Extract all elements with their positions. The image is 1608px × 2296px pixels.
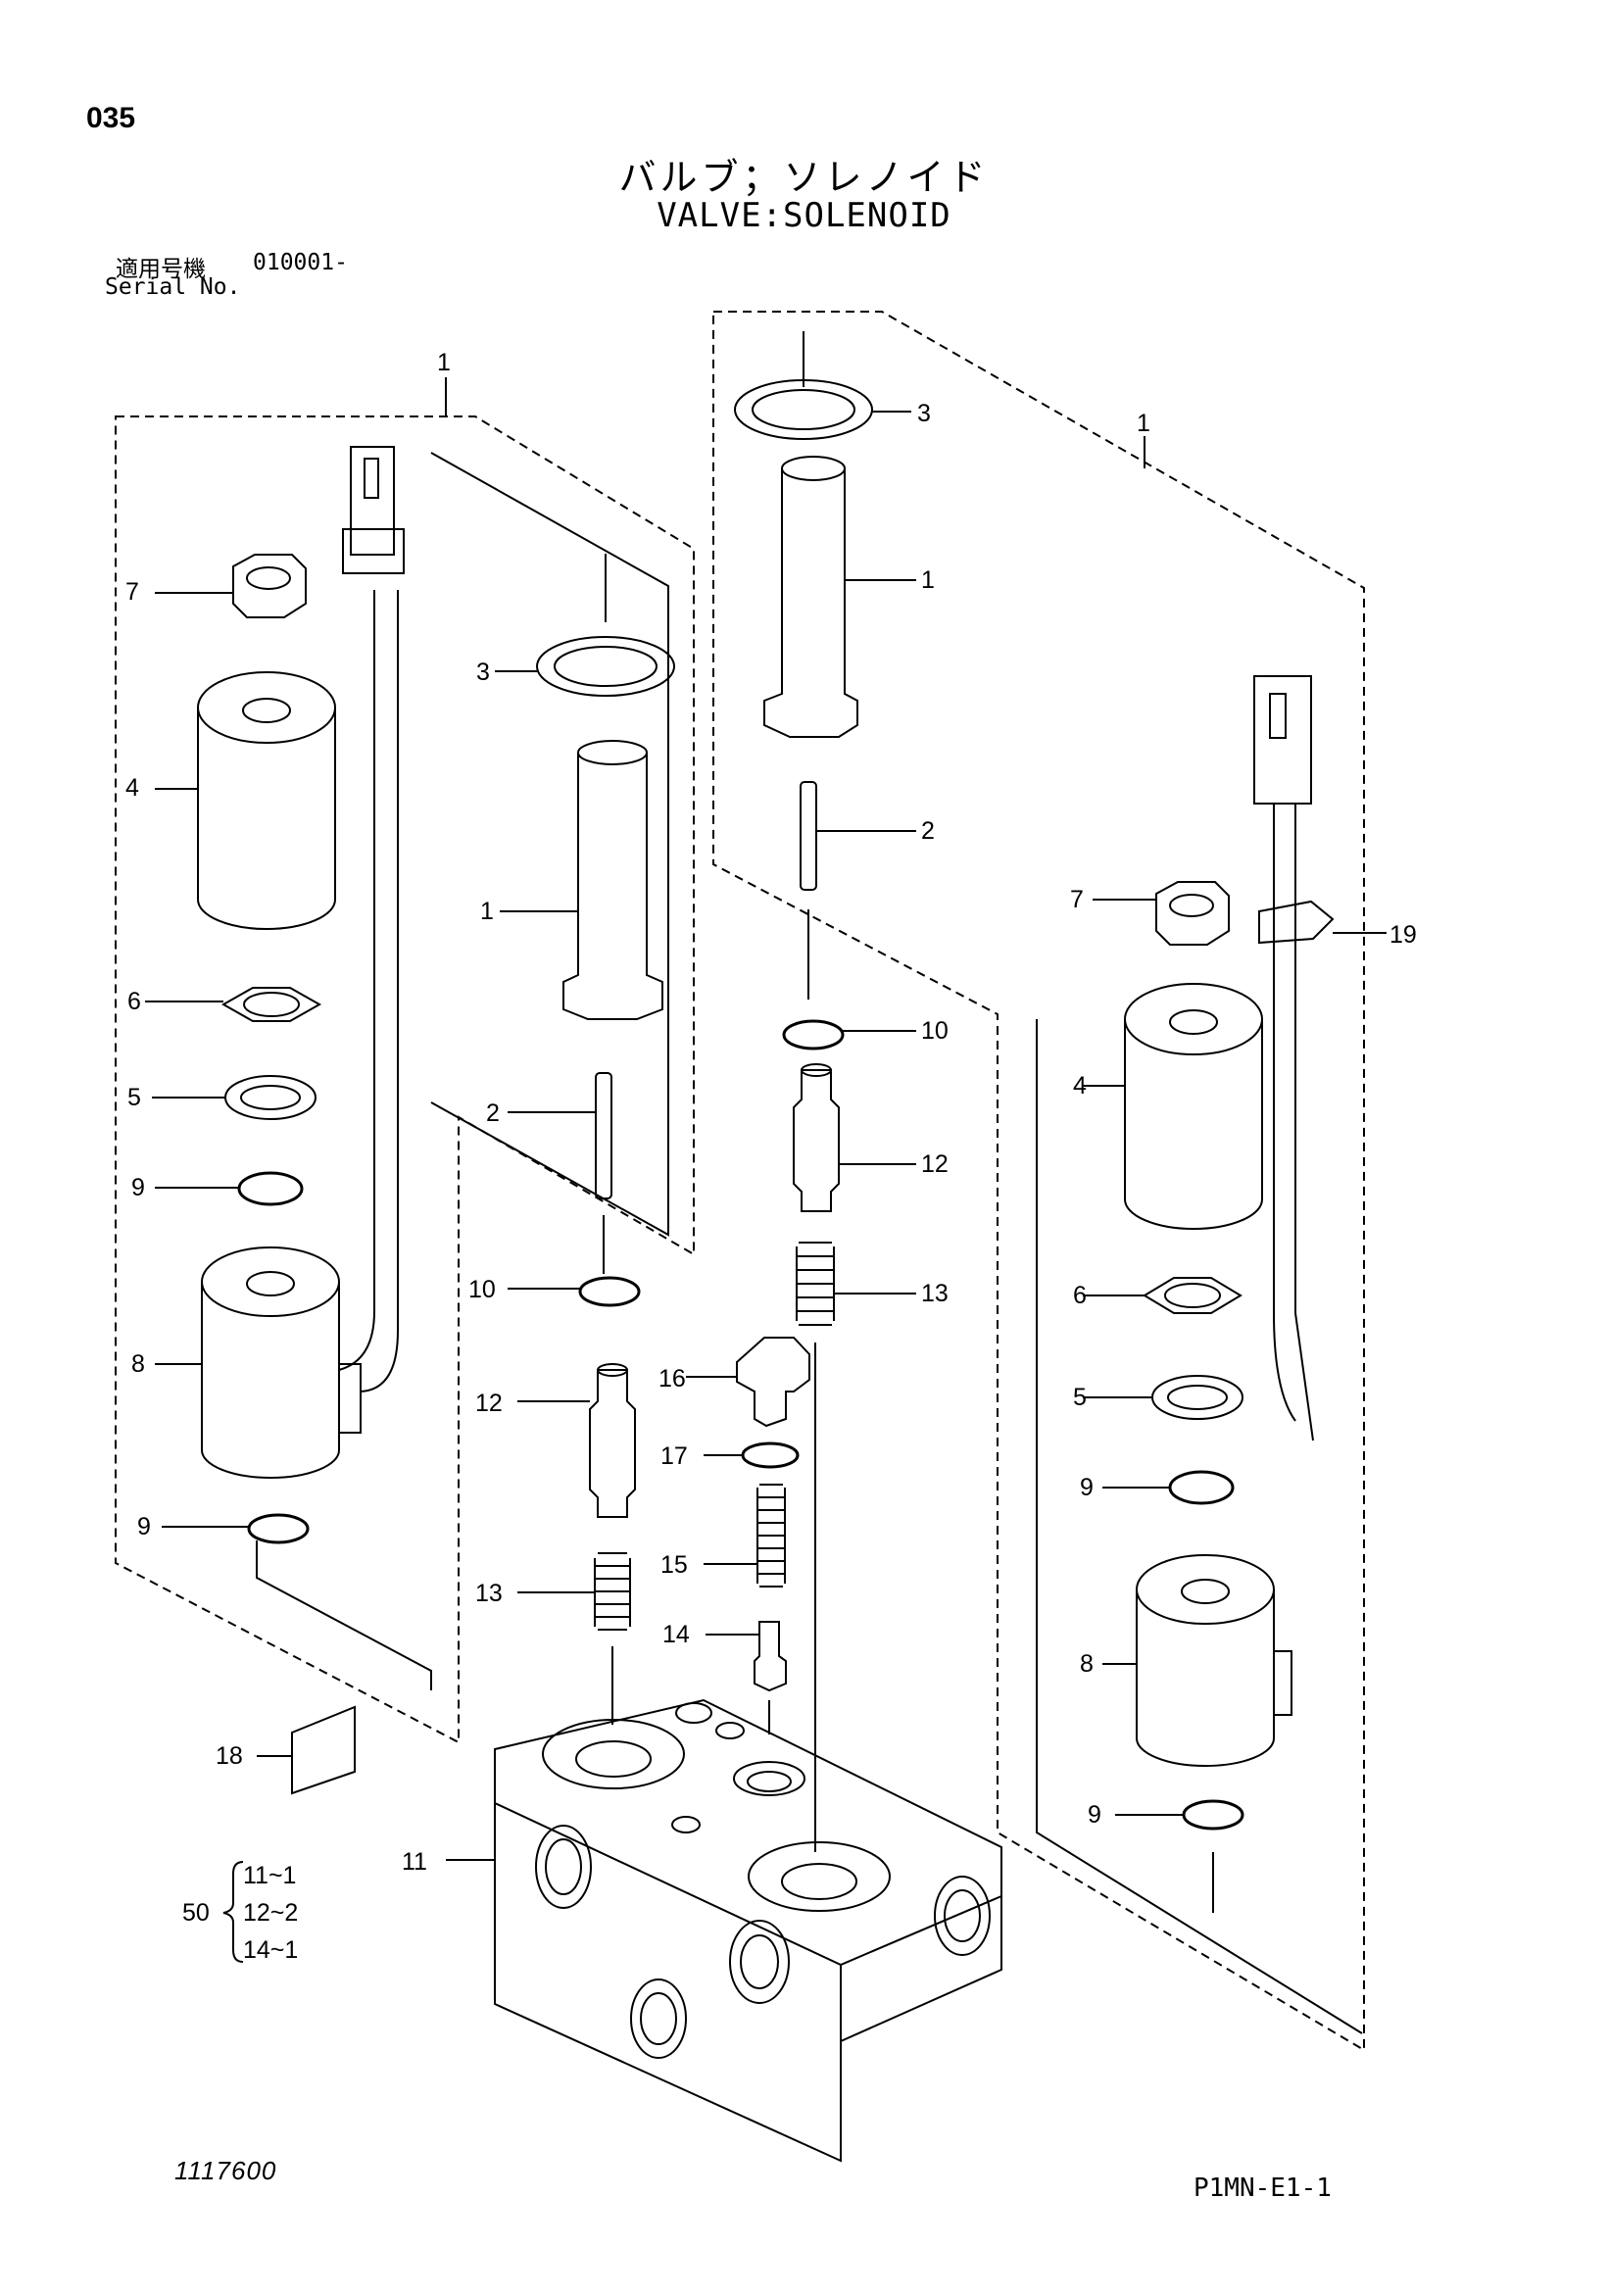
page-number: 035 — [86, 102, 136, 134]
left-assembly-frame — [115, 415, 695, 1744]
seal-ring-right — [734, 379, 873, 440]
callout-6-left: 6 — [127, 988, 141, 1015]
callout-9-right-a: 9 — [1080, 1474, 1094, 1501]
callout-5-left: 5 — [127, 1084, 141, 1111]
kit-brace — [222, 1861, 244, 1963]
wire-harness-right — [1273, 804, 1314, 1441]
oring-left-a — [237, 1171, 304, 1206]
callout-10-right: 10 — [921, 1017, 949, 1045]
clamp-19 — [1258, 900, 1335, 945]
kit-item-2: 12~2 — [243, 1899, 298, 1927]
kit-item-1: 11~1 — [243, 1862, 296, 1889]
callout-18: 18 — [216, 1742, 243, 1770]
oring-left-b — [247, 1513, 310, 1544]
callout-6-right: 6 — [1073, 1282, 1087, 1309]
callout-2-left: 2 — [486, 1099, 500, 1127]
callout-8-right: 8 — [1080, 1650, 1094, 1678]
label-plate-18 — [291, 1705, 356, 1795]
wire-harness-left — [338, 590, 399, 1392]
callout-assy-right: 1 — [1137, 410, 1150, 437]
serial-label-japanese: 適用号機 — [116, 256, 206, 281]
pin-left — [595, 1072, 612, 1199]
serial-number-value: 010001- — [253, 250, 348, 275]
oring-10-right — [782, 1019, 845, 1050]
spring-left — [594, 1552, 631, 1631]
callout-7-right: 7 — [1070, 886, 1084, 913]
coil-left — [197, 708, 336, 930]
callout-12-right: 12 — [921, 1150, 949, 1178]
sleeve-right — [763, 468, 858, 738]
sleeve-left — [562, 753, 663, 1020]
drawing-number: 1117600 — [174, 2156, 277, 2185]
spring-right — [796, 1242, 835, 1326]
callout-9-left-a: 9 — [131, 1174, 145, 1201]
coil-8-left — [201, 1282, 340, 1479]
callout-14: 14 — [662, 1621, 690, 1648]
title-english: VALVE:SOLENOID — [657, 196, 951, 235]
washer-left — [224, 1075, 317, 1120]
callout-7-left: 7 — [125, 578, 139, 606]
left-inner-frame — [430, 452, 669, 1237]
callout-19: 19 — [1389, 921, 1417, 949]
plate-left — [220, 987, 322, 1022]
callout-1-left: 1 — [480, 898, 494, 925]
oring-17 — [741, 1441, 800, 1469]
diagram-code: P1MN-E1-1 — [1194, 2174, 1332, 2203]
valve-body-11 — [494, 1698, 1002, 2163]
kit-number: 50 — [182, 1899, 210, 1927]
spool-left — [589, 1369, 636, 1518]
callout-10-left: 10 — [468, 1276, 496, 1303]
plug-16 — [736, 1337, 810, 1428]
nut-left — [232, 554, 307, 618]
plate-right — [1143, 1277, 1243, 1314]
callout-17: 17 — [660, 1442, 688, 1470]
right-assembly-frame — [712, 311, 1365, 2052]
connector-right — [1253, 675, 1312, 805]
callout-assy-left: 1 — [437, 349, 451, 376]
callout-1-right: 1 — [921, 566, 935, 594]
callout-9-right-b: 9 — [1088, 1801, 1101, 1829]
callout-11: 11 — [402, 1848, 427, 1876]
callout-3-right: 3 — [917, 400, 931, 427]
right-inner-frame — [1036, 1019, 1363, 2034]
callout-9-left-b: 9 — [137, 1513, 151, 1540]
callout-13-left: 13 — [475, 1580, 503, 1607]
callout-13-right: 13 — [921, 1280, 949, 1307]
kit-item-3: 14~1 — [243, 1936, 298, 1964]
oring-right-b — [1182, 1799, 1244, 1831]
callout-2-right: 2 — [921, 817, 935, 845]
callout-3-left: 3 — [476, 659, 490, 686]
washer-right — [1151, 1375, 1243, 1420]
callout-15: 15 — [660, 1551, 688, 1579]
callout-16: 16 — [658, 1365, 686, 1392]
serial-label-english: Serial No. — [105, 274, 241, 300]
spring-15 — [756, 1484, 786, 1588]
poppet-14 — [754, 1621, 787, 1692]
callout-5-right: 5 — [1073, 1384, 1087, 1411]
oring-right-a — [1168, 1470, 1235, 1505]
coil-right — [1124, 1019, 1263, 1230]
oring-10-left — [578, 1276, 641, 1307]
nut-right — [1155, 881, 1230, 946]
callout-4-left: 4 — [125, 774, 139, 802]
title-japanese: バルブ；ソレノイド — [618, 156, 990, 199]
callout-8-left: 8 — [131, 1350, 145, 1378]
callout-12-left: 12 — [475, 1390, 503, 1417]
pin-right — [800, 781, 817, 891]
seal-ring-left — [536, 636, 675, 697]
coil-8-right — [1136, 1589, 1275, 1767]
callout-4-right: 4 — [1073, 1072, 1087, 1099]
spool-right — [793, 1069, 840, 1212]
